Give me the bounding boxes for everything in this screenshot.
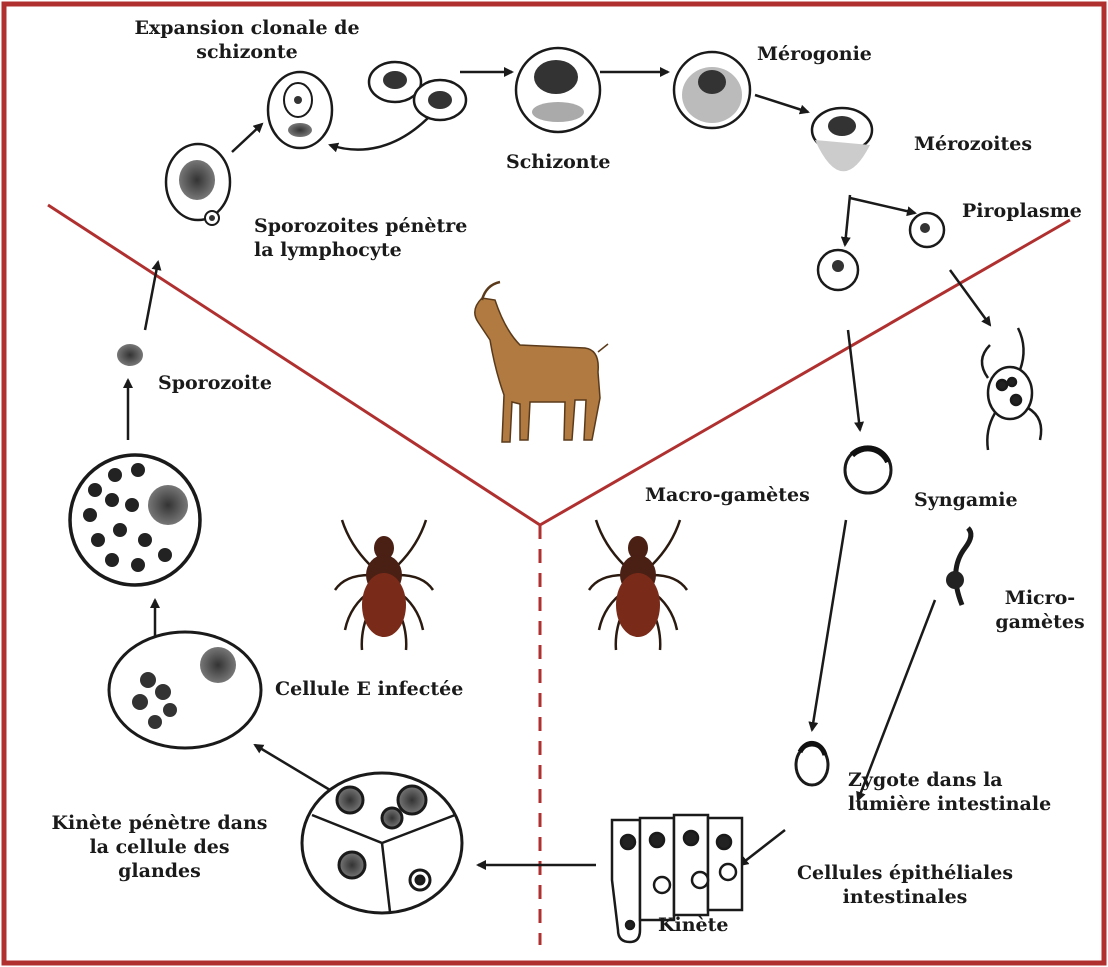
schizonte-cell [516,48,600,132]
label-kinete-penetre: Kinète pénètre dans la cellule des gland… [12,811,307,883]
label-expansion-clonale: Expansion clonale de schizonte [112,16,382,64]
label-kinete: Kinète [658,913,729,937]
arrow [740,830,785,865]
arrow [845,195,850,245]
infected-lymphocyte-cell [268,72,332,148]
label-macro-gametes: Macro-gamètes [645,483,810,507]
label-sporozoite: Sporozoite [158,371,272,395]
salivary-acinus-cell [70,455,200,585]
label-piroplasme: Piroplasme [962,199,1082,223]
piroplasm-cell [818,250,858,290]
macrogamete-cell [845,447,891,493]
label-cellule-e-infectee: Cellule E infectée [275,677,463,701]
label-sporozoites-penetre: Sporozoites pénètre la lymphocyte [254,214,467,262]
merozoites-cell [812,108,872,171]
label-micro-gametes: Micro- gamètes [985,586,1095,634]
microgamete-cell [946,528,971,605]
sporozoite-entering-lymphocyte [166,144,230,225]
infected-e-cell [109,632,261,748]
zygote-cell [796,743,828,785]
label-syngamie: Syngamie [914,488,1018,512]
piroplasm-cell [910,213,944,247]
tick-icon [335,520,433,650]
label-merogonie: Mérogonie [757,42,872,66]
syngamy-form [982,328,1041,450]
arrow [232,124,262,152]
arrow [812,520,846,730]
label-zygote: Zygote dans la lumière intestinale [848,768,1051,816]
arrow [850,198,915,213]
label-schizonte: Schizonte [506,150,610,174]
divider-right [540,220,1070,525]
tick-icon [589,520,687,650]
dividing-schizont-cell [369,62,466,120]
merogony-cell [674,52,750,128]
arrow [330,118,428,150]
goat-icon [475,282,608,442]
salivary-gland-cell [302,773,462,913]
sporozoite-cell [117,344,143,366]
label-cellules-epitheliales: Cellules épithéliales intestinales [760,861,1050,909]
arrow [755,95,808,112]
arrow [255,745,330,790]
label-merozoites: Mérozoites [914,132,1032,156]
